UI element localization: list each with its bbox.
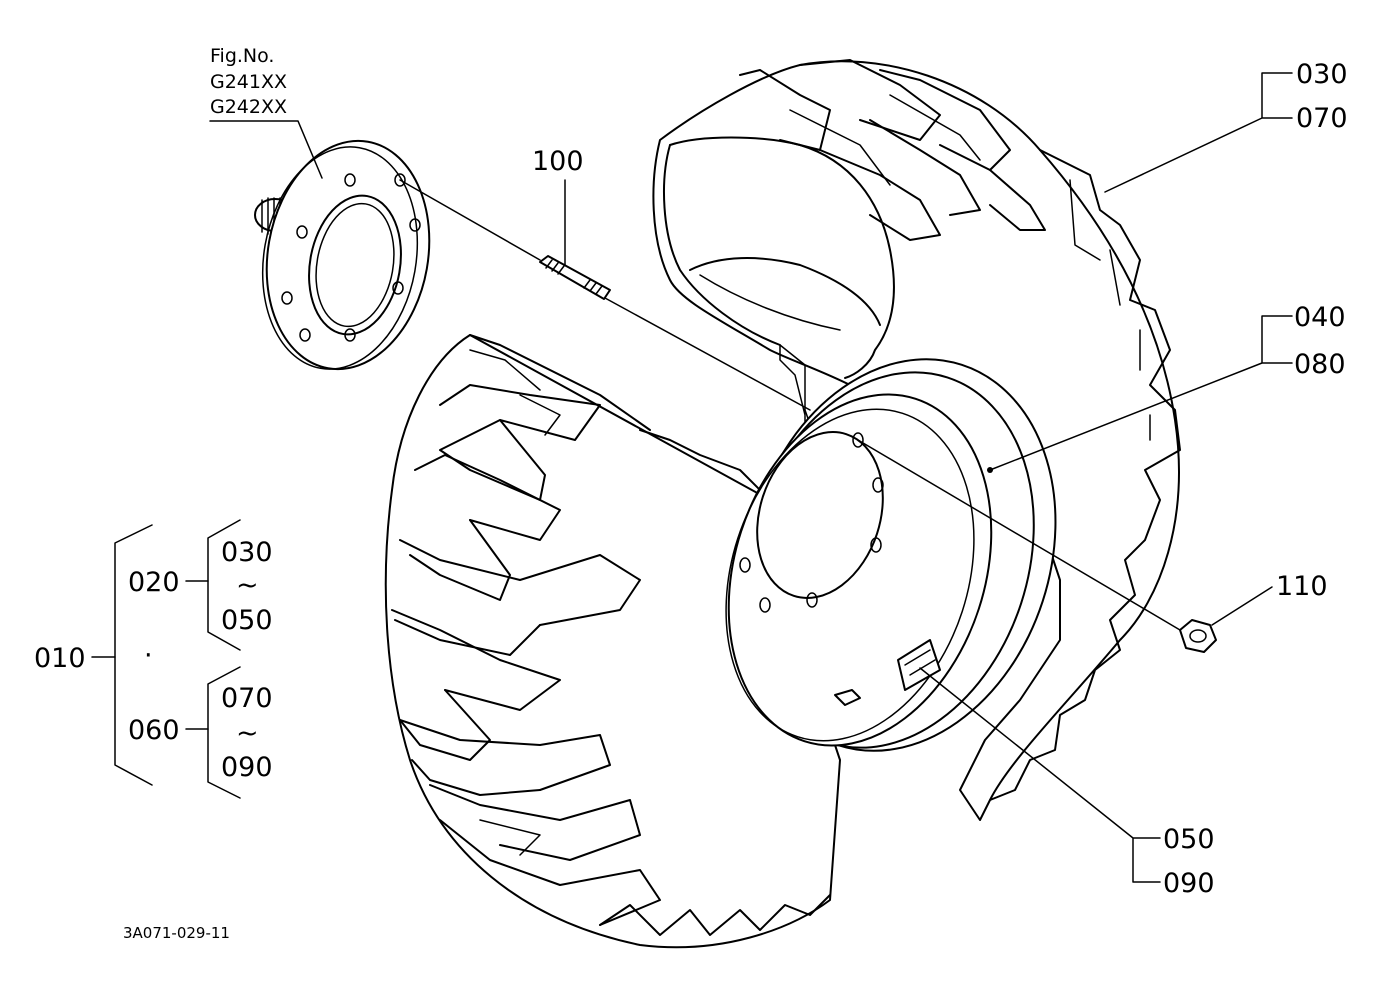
fig-no-label: Fig.No. (210, 45, 274, 67)
fig-ref-2: G242XX (210, 96, 287, 118)
callout-030: 030 (1296, 59, 1348, 90)
legend-020-from: 030 (221, 537, 273, 568)
drawing-number: 3A071-029-11 (123, 924, 230, 942)
legend-020-range-mark: ~ (236, 570, 259, 601)
leader-lines (209, 72, 1293, 883)
wheel-rim (725, 358, 1057, 752)
hub-flange (254, 139, 431, 371)
legend-060-range-mark: ~ (236, 718, 259, 749)
legend-060-to: 090 (221, 752, 273, 783)
front-tire (384, 334, 841, 949)
legend-brackets (91, 519, 241, 799)
legend-group-060: 060 (128, 715, 180, 746)
callout-110: 110 (1276, 571, 1328, 602)
legend-separator: · (144, 640, 153, 671)
callout-050: 050 (1163, 824, 1215, 855)
legend-060-from: 070 (221, 683, 273, 714)
rear-tire-cutaway (652, 59, 1181, 821)
legend-root-010: 010 (34, 643, 86, 674)
callout-040: 040 (1294, 302, 1346, 333)
callout-070: 070 (1296, 103, 1348, 134)
wheel-nut (1179, 619, 1217, 653)
legend-group-020: 020 (128, 567, 180, 598)
stud-bolt (539, 255, 611, 300)
callout-090: 090 (1163, 868, 1215, 899)
callout-080: 080 (1294, 349, 1346, 380)
assembly-lines (399, 179, 1181, 631)
fig-ref-1: G241XX (210, 71, 287, 93)
legend-020-to: 050 (221, 605, 273, 636)
callout-100: 100 (532, 146, 584, 177)
